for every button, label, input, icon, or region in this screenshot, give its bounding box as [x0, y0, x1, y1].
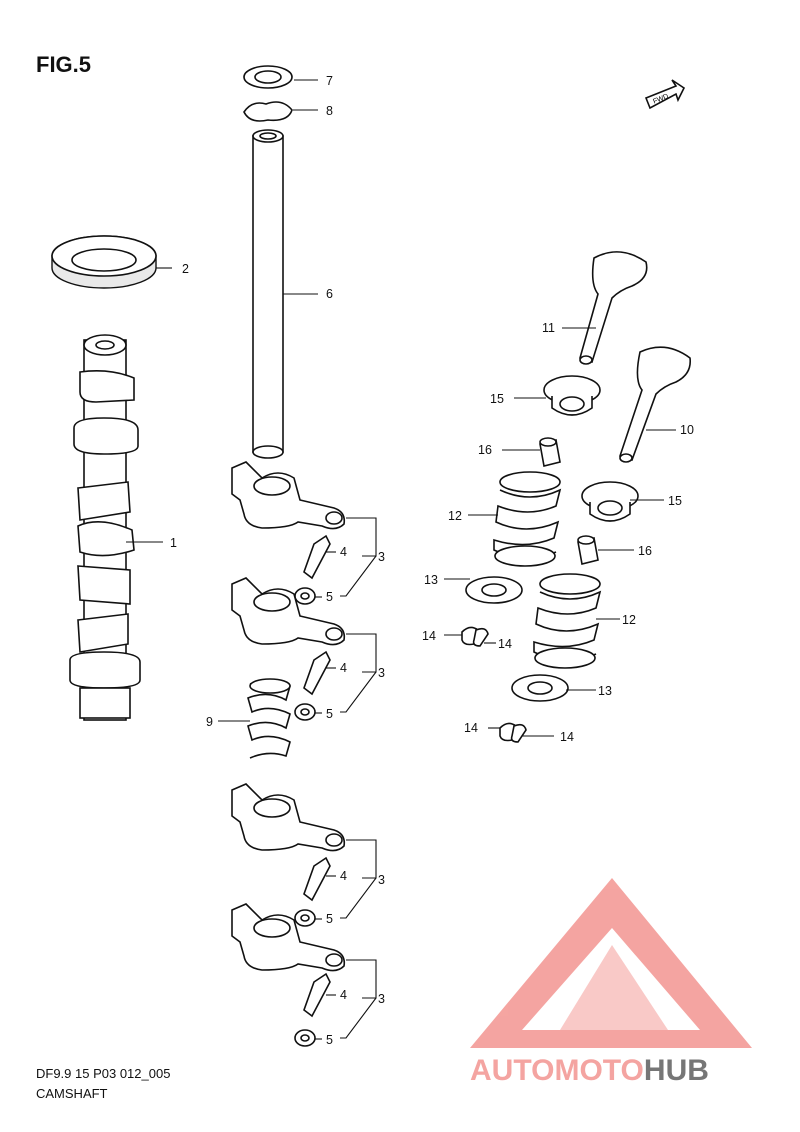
figure-title: FIG.5 [36, 52, 92, 77]
callout-14b: 14 [498, 637, 512, 651]
part-6-rocker-shaft [252, 129, 318, 459]
part-15-seat-b [581, 481, 664, 522]
callout-15b: 15 [668, 494, 682, 508]
leader-3d [340, 959, 377, 1039]
callout-7: 7 [326, 74, 333, 88]
watermark-text: AUTOMOTOHUB [470, 1054, 709, 1087]
watermark-part-hub: HUB [644, 1054, 709, 1087]
callout-3d: 3 [378, 992, 385, 1006]
callout-9: 9 [206, 715, 213, 729]
callout-4c: 4 [340, 869, 347, 883]
part-10-valve [618, 346, 692, 463]
diagram-code: DF9.9 15 P03 012_005 [36, 1066, 171, 1081]
callout-5a: 5 [326, 590, 333, 604]
adjust-screw-4c [303, 856, 336, 902]
callout-3c: 3 [378, 873, 385, 887]
callout-5c: 5 [326, 912, 333, 926]
callout-14a: 14 [422, 629, 436, 643]
part-14-cotter-a [444, 626, 496, 647]
callout-12a: 12 [448, 509, 462, 523]
callout-5d: 5 [326, 1033, 333, 1047]
part-2-oil-seal [51, 235, 172, 289]
rocker-arm-1 [231, 461, 346, 530]
callout-2: 2 [182, 262, 189, 276]
part-9-spring [218, 678, 291, 759]
adjust-screw-4d [303, 972, 336, 1018]
callout-4a: 4 [340, 545, 347, 559]
callout-11: 11 [542, 321, 555, 335]
adjust-screw-4a [303, 534, 336, 580]
adjust-screw-4b [303, 650, 336, 696]
callout-16b: 16 [638, 544, 652, 558]
leader-3b [340, 633, 377, 713]
callout-10: 10 [680, 423, 694, 437]
callout-13b: 13 [598, 684, 612, 698]
part-16-seal-b [577, 535, 634, 565]
leader-3c [340, 839, 377, 919]
fwd-arrow-icon: FWD [644, 79, 686, 110]
watermark-part-automoto: AUTOMOTO [470, 1054, 644, 1087]
diagram-name: CAMSHAFT [36, 1086, 108, 1101]
part-16-seal-a [502, 437, 561, 467]
callout-labels: 1 2 3 3 3 3 4 4 4 4 5 5 5 5 6 7 8 9 10 1… [170, 74, 694, 1047]
callout-4b: 4 [340, 661, 347, 675]
lock-nut-5d [294, 1029, 322, 1047]
part-11-valve [562, 251, 648, 365]
lock-nut-5a [294, 587, 322, 605]
callout-4d: 4 [340, 988, 347, 1002]
callout-13a: 13 [424, 573, 438, 587]
lock-nut-5c [294, 909, 322, 927]
callout-14d: 14 [560, 730, 574, 744]
part-1-camshaft [69, 334, 163, 721]
callout-5b: 5 [326, 707, 333, 721]
callout-8: 8 [326, 104, 333, 118]
callout-12b: 12 [622, 613, 636, 627]
part-13-retainer-b [511, 674, 596, 702]
callout-15a: 15 [490, 392, 504, 406]
callout-1: 1 [170, 536, 177, 550]
part-12-valve-spring-a [468, 471, 562, 567]
part-13-retainer-a [444, 576, 523, 604]
callout-3a: 3 [378, 550, 385, 564]
rocker-arm-3 [231, 783, 346, 852]
part-12-valve-spring-b [533, 573, 620, 669]
lock-nut-5b [294, 703, 322, 721]
callout-6: 6 [326, 287, 333, 301]
watermark-logo: AUTOMOTOHUB [470, 878, 752, 1087]
part-8-gasket [243, 101, 318, 122]
callout-16a: 16 [478, 443, 492, 457]
part-7-seal-ring [243, 65, 318, 89]
leader-3a [340, 517, 377, 597]
part-14-cotter-b [488, 722, 554, 743]
part-15-seat-a [514, 375, 601, 416]
callout-3b: 3 [378, 666, 385, 680]
rocker-arm-2 [231, 577, 346, 646]
rocker-arm-4 [231, 903, 346, 972]
callout-14c: 14 [464, 721, 478, 735]
